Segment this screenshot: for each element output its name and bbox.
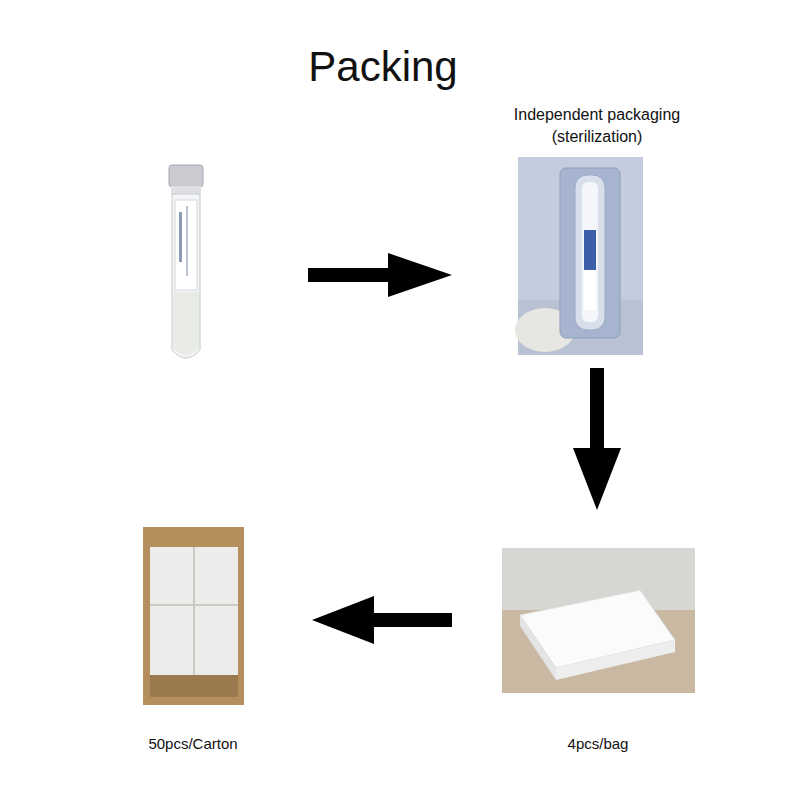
block-arrow bbox=[308, 253, 452, 297]
step-caption: 4pcs/bag bbox=[500, 735, 696, 753]
sample-tube bbox=[169, 165, 203, 358]
step-caption: 50pcs/Carton bbox=[130, 735, 256, 753]
photo-step-node: Independent packaging (sterilization) bbox=[500, 104, 694, 355]
step-heading: Independent packaging (sterilization) bbox=[500, 104, 694, 147]
box-photo bbox=[502, 548, 695, 693]
photo-space bbox=[500, 548, 696, 735]
block-arrow bbox=[573, 368, 621, 510]
carton-photo bbox=[143, 527, 244, 705]
block-arrow bbox=[312, 596, 452, 644]
photo-space bbox=[130, 527, 256, 735]
blister-photo bbox=[515, 157, 643, 355]
photo-step-node: 4pcs/bag bbox=[500, 548, 696, 753]
photo-step-node: 50pcs/Carton bbox=[130, 527, 256, 753]
diagram-title: Packing bbox=[183, 44, 583, 90]
